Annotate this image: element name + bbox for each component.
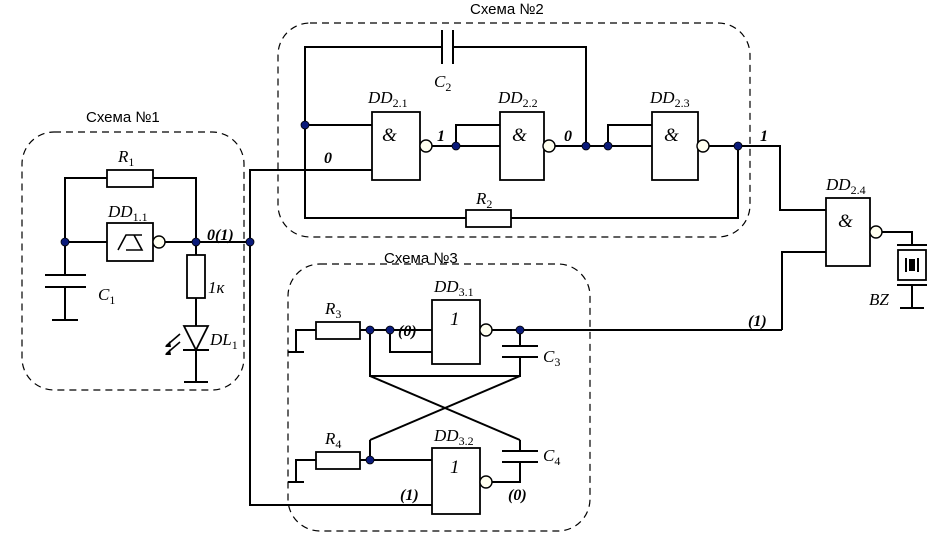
scheme2-outline	[277, 22, 751, 238]
dd22-label: DD2.2	[497, 88, 538, 110]
node	[515, 325, 525, 335]
schmitt-trigger-icon	[117, 234, 144, 251]
r1-label: R1	[117, 147, 134, 169]
ground-symbols	[288, 351, 304, 483]
node	[451, 141, 461, 151]
level-dd21-in: 0	[324, 150, 332, 167]
scheme1-title: Схема №1	[86, 109, 160, 126]
dd31-inverter-bubble	[479, 323, 493, 337]
dd11-inverter-bubble	[152, 235, 166, 249]
node	[385, 325, 395, 335]
level-dd32-out: (0)	[508, 487, 527, 504]
dd11-label: DD1.1	[107, 202, 148, 224]
node	[365, 455, 375, 465]
node	[60, 237, 70, 247]
dd31-not-symbol: 1	[450, 309, 460, 330]
gate-dd11	[106, 222, 154, 262]
gate-dd21	[371, 111, 421, 181]
resistor-1k	[186, 254, 206, 299]
level-dd23-out: 1	[760, 128, 768, 145]
scheme1-wires	[64, 169, 434, 506]
r-1k-label: 1к	[208, 278, 226, 297]
node	[733, 141, 743, 151]
led-dl1	[165, 325, 210, 383]
dd32-label: DD3.2	[433, 426, 474, 448]
level-dd22-out: 0	[564, 128, 572, 145]
r4-label: R4	[324, 429, 341, 451]
scheme1-outline	[21, 131, 245, 391]
dd32-inverter-bubble	[479, 475, 493, 489]
capacitor-c4	[502, 450, 538, 463]
level-s1-out: 0(1)	[207, 227, 234, 244]
c3-label: C3	[543, 347, 560, 369]
gate-dd23	[651, 111, 699, 181]
level-dd31-in: (0)	[398, 323, 417, 340]
dd24-and-symbol: &	[838, 211, 853, 232]
c1-label: C1	[98, 285, 115, 307]
capacitor-c3	[502, 345, 538, 358]
resistor-r2	[465, 209, 512, 228]
r3-label: R3	[324, 299, 341, 321]
scheme2-wires	[304, 46, 826, 219]
scheme3-title: Схема №3	[384, 250, 458, 267]
resistor-r1	[106, 169, 154, 188]
capacitor-c1	[45, 274, 86, 321]
level-dd21-out: 1	[437, 128, 445, 145]
dd23-inverter-bubble	[696, 139, 710, 153]
resistor-r3	[315, 321, 361, 340]
dd21-and-symbol: &	[382, 125, 397, 146]
dd31-label: DD3.1	[433, 277, 474, 299]
level-dd32-in: (1)	[400, 487, 419, 504]
node	[603, 141, 613, 151]
dl1-label: DL1	[209, 330, 238, 352]
node	[245, 237, 255, 247]
dd23-and-symbol: &	[664, 125, 679, 146]
gate-dd24	[825, 197, 871, 267]
dd23-label: DD2.3	[649, 88, 690, 110]
level-s3-out: (1)	[748, 313, 767, 330]
node	[365, 325, 375, 335]
node	[581, 141, 591, 151]
c4-label: C4	[543, 446, 560, 468]
dd32-not-symbol: 1	[450, 457, 460, 478]
c2-label: C2	[434, 72, 451, 94]
buzzer-bz	[882, 231, 927, 309]
capacitor-c2	[441, 30, 454, 64]
scheme2-title: Схема №2	[470, 1, 544, 18]
gate-dd31	[431, 299, 481, 365]
dd22-inverter-bubble	[542, 139, 556, 153]
node	[300, 120, 310, 130]
scheme3-wires	[295, 251, 826, 483]
dd24-label: DD2.4	[825, 175, 866, 197]
dd24-inverter-bubble	[869, 225, 883, 239]
gate-dd32	[431, 447, 481, 515]
gate-dd22	[499, 111, 545, 181]
dd22-and-symbol: &	[512, 125, 527, 146]
r2-label: R2	[475, 189, 492, 211]
bz-label: BZ	[869, 290, 889, 309]
scheme3-outline	[287, 263, 591, 532]
node	[191, 237, 201, 247]
dd21-label: DD2.1	[367, 88, 408, 110]
resistor-r4	[315, 451, 361, 470]
dd21-inverter-bubble	[419, 139, 433, 153]
